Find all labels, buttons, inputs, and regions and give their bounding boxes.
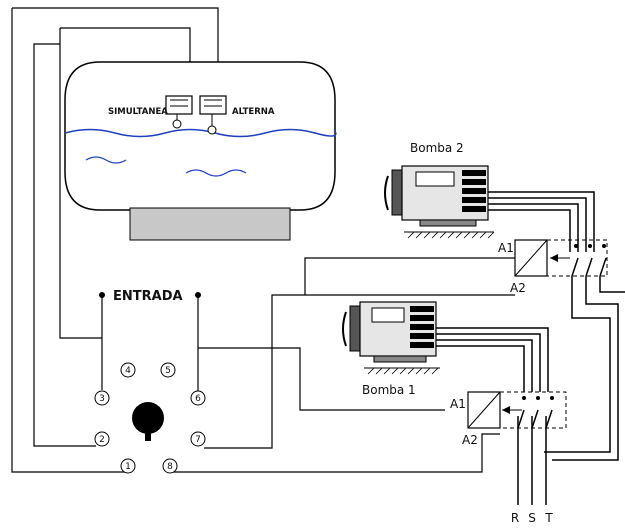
pump-2: Bomba 2 xyxy=(384,141,495,239)
terminal-numbers: 1 2 3 4 5 6 7 8 xyxy=(99,366,201,472)
tank-base xyxy=(129,207,291,241)
float-label-alterna: ALTERNA xyxy=(232,107,275,117)
pump-1-label: Bomba 1 xyxy=(362,383,416,397)
float-label-simultanea: SIMULTANEA xyxy=(108,107,168,117)
contactor-1-a1: A1 xyxy=(450,397,466,411)
entrada-label: ENTRADA xyxy=(113,289,183,304)
terminal-8 xyxy=(162,458,178,474)
phase-r: R xyxy=(511,511,519,525)
terminal-6 xyxy=(190,390,206,406)
phase-s: S xyxy=(528,511,536,525)
float-switch-alterna xyxy=(199,95,227,135)
pump-2-power-lines xyxy=(488,191,625,461)
terminal-number: 6 xyxy=(195,394,201,404)
terminal-4 xyxy=(120,362,136,378)
terminal-number: 4 xyxy=(125,366,131,376)
water-tank: SIMULTANEA ALTERNA xyxy=(64,61,337,241)
terminal-5 xyxy=(160,362,176,378)
pump-1-power-lines xyxy=(436,327,549,505)
control-terminals xyxy=(94,362,206,474)
float-switch-simultanea xyxy=(165,95,193,129)
contactor-1: A1 A2 xyxy=(450,391,567,447)
terminal-number: 1 xyxy=(125,462,131,472)
entrada-right-dot xyxy=(195,292,201,298)
pump-2-label: Bomba 2 xyxy=(410,141,464,155)
selector-knob xyxy=(132,402,164,441)
contactor-2-a1: A1 xyxy=(498,241,514,255)
phase-t: T xyxy=(544,511,553,525)
terminal-number: 3 xyxy=(99,394,105,404)
terminal-3 xyxy=(94,390,110,406)
contactor-1-a2: A2 xyxy=(462,433,478,447)
contactor-2: A1 A2 xyxy=(498,239,608,295)
pump-1: Bomba 1 xyxy=(342,301,440,397)
entrada-left-dot xyxy=(99,292,105,298)
contactor-2-a2: A2 xyxy=(510,281,526,295)
terminal-2 xyxy=(94,431,110,447)
terminal-1 xyxy=(120,458,136,474)
phase-labels: R S T xyxy=(511,511,554,525)
terminal-number: 5 xyxy=(165,366,171,376)
terminal-7 xyxy=(190,431,206,447)
terminal-number: 8 xyxy=(167,462,173,472)
terminal-number: 7 xyxy=(195,435,201,445)
terminal-number: 2 xyxy=(99,435,105,445)
